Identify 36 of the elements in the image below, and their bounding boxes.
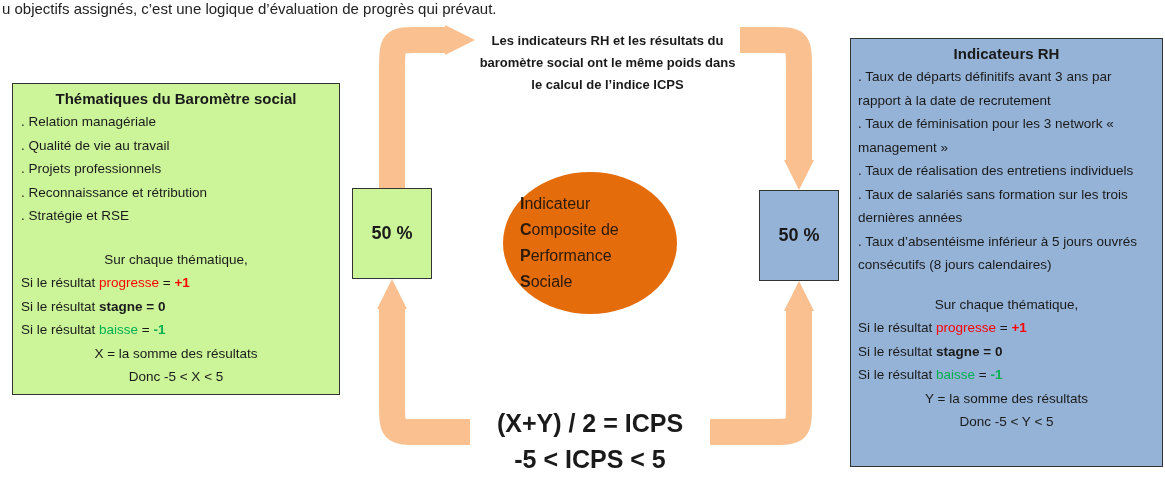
circle-label: Indicateur Composite de Performance Sociale (520, 194, 620, 292)
indicator-item: . Taux de féminisation pour les 3 network « management » (858, 115, 1115, 157)
indicator-item: . Taux d’absentéisme inférieur à 5 jours ouvrés consécutifs (8 jours calendaires) (858, 232, 1138, 274)
scoring-rule: Si le résultat progresse = +1 (858, 319, 1028, 337)
percentage-box (759, 190, 839, 281)
indicator-item: . Qualité de vie au travail (21, 136, 171, 155)
panel-heading: Indicateurs RH (952, 44, 1061, 64)
rule-intro: Sur chaque thématique, (103, 250, 249, 269)
range-note: Donc -5 < X < 5 (127, 368, 225, 386)
percentage-box (352, 188, 432, 279)
curved-arrow (379, 25, 475, 188)
indicator-item: . Reconnaissance et rétribution (21, 183, 209, 202)
panel-heading: Thématiques du Baromètre social (54, 89, 298, 109)
indicator-item: . Taux de salariés sans formation sur les trois dernières années (858, 185, 1129, 227)
scoring-rule: Si le résultat stagne = 0 (21, 297, 167, 316)
note-text: Les indicateurs RH et les résultats du baromètre social ont le même poids dans le calcul de l’indice ICPS (478, 32, 737, 94)
percentage-label: 50 % (371, 223, 413, 244)
range-note: Donc -5 < Y < 5 (958, 413, 1055, 431)
indicator-item: . Projets professionnels (21, 160, 163, 178)
percentage-label: 50 % (778, 225, 820, 246)
indicator-item: . Relation managériale (21, 113, 158, 131)
formula-text: (X+Y) / 2 = ICPS (496, 408, 684, 439)
indicator-item: . Stratégie et RSE (21, 207, 131, 225)
hr-indicators-panel (850, 38, 1163, 467)
scoring-rule: Si le résultat baisse = -1 (21, 321, 167, 339)
rule-intro: Sur chaque thématique, (933, 295, 1080, 314)
sum-definition: X = la somme des résultats (93, 344, 259, 363)
indicator-item: . Taux de départs définitifs avant 3 ans par rapport à la date de recrutement (858, 68, 1113, 110)
formula-text: -5 < ICPS < 5 (514, 444, 666, 475)
intro-text: u objectifs assignés, c’est une logique d’évaluation de progrès qui prévaut. (2, 0, 497, 17)
sum-definition: Y = la somme des résultats (924, 389, 1089, 408)
scoring-rule: Si le résultat baisse = -1 (858, 366, 1004, 384)
scoring-rule: Si le résultat stagne = 0 (858, 342, 1004, 361)
indicator-item: . Taux de réalisation des entretiens individuels (858, 162, 1135, 180)
barometer-panel (12, 83, 340, 395)
scoring-rule: Si le résultat progresse = +1 (21, 274, 191, 292)
